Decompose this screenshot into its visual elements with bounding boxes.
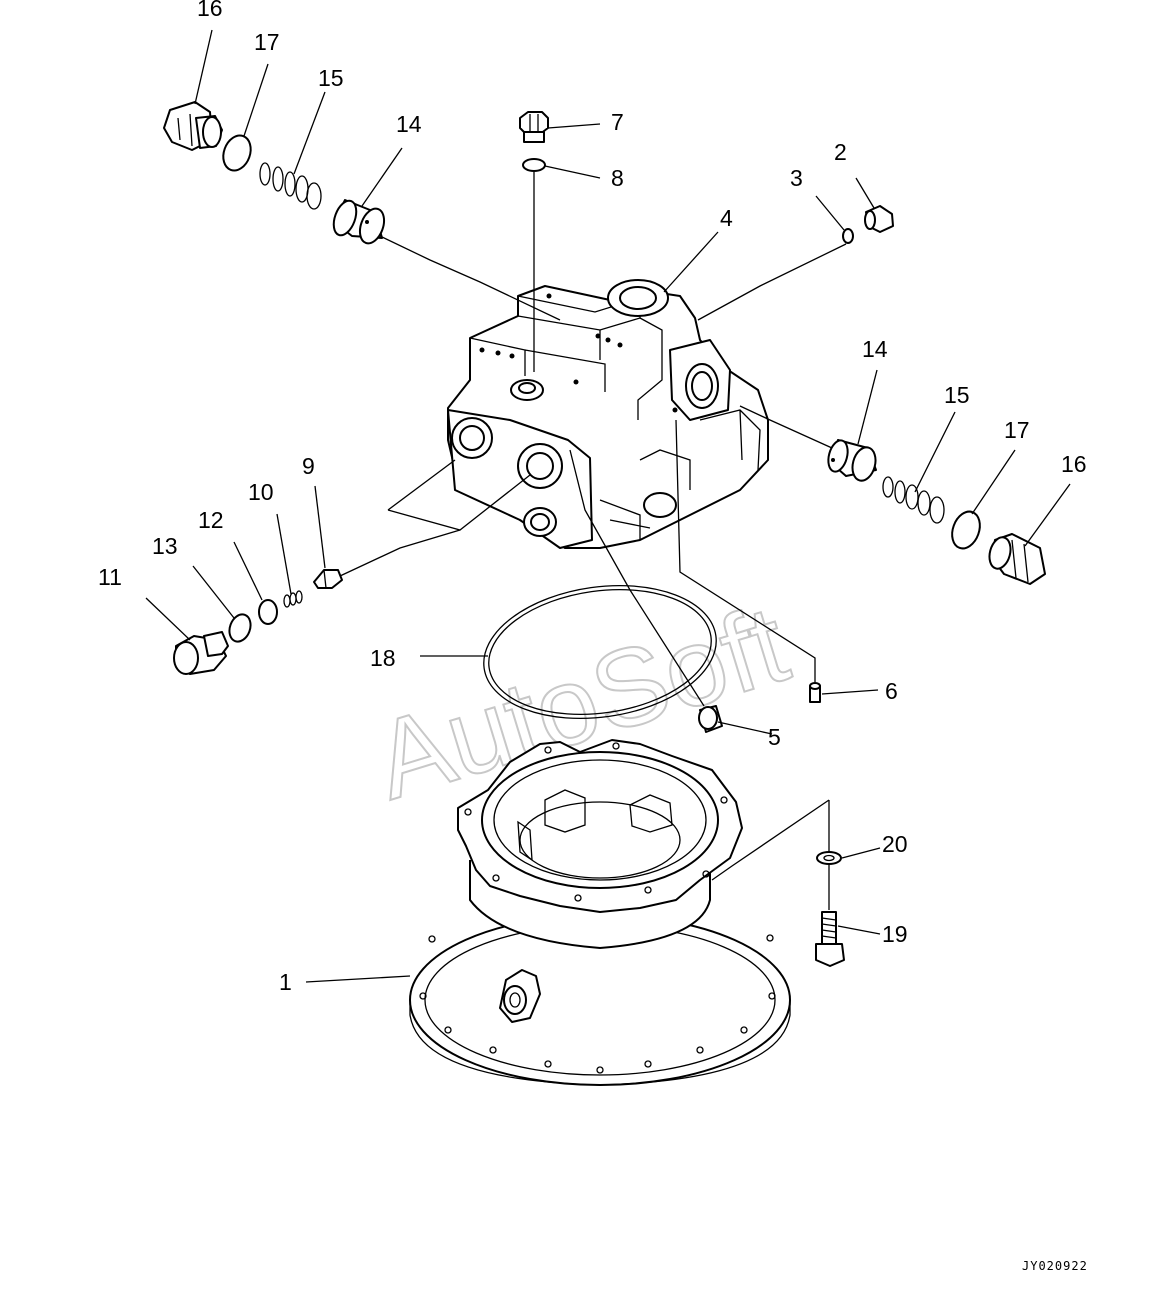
part-3-oring [842, 228, 854, 244]
callout-20: 20 [882, 831, 908, 857]
callout-17-top: 17 [254, 29, 280, 55]
callout-3: 3 [790, 165, 803, 191]
part-11-plug [173, 631, 229, 675]
part-18-large-oring [483, 584, 717, 720]
part-16-plug-top [163, 101, 223, 151]
callout-6: 6 [885, 678, 898, 704]
part-13-backup-ring [228, 613, 252, 643]
callout-14-right: 14 [862, 336, 888, 362]
part-14-spool-right [827, 439, 877, 482]
callout-10: 10 [248, 479, 274, 505]
part-17-oring-top [222, 134, 252, 172]
part-20-washer [816, 851, 842, 865]
callout-18: 18 [370, 645, 396, 671]
part-6-pin [809, 682, 821, 703]
callout-17-right: 17 [1004, 417, 1030, 443]
part-2-plug [864, 205, 894, 233]
part-16-plug-right [988, 533, 1046, 585]
callout-4: 4 [720, 205, 733, 231]
part-17-oring-right [951, 510, 981, 550]
part-12-seat [258, 599, 278, 625]
callout-5: 5 [768, 724, 781, 750]
callout-8: 8 [611, 165, 624, 191]
drawing-id: JY020922 [1022, 1259, 1088, 1273]
callout-16-top: 16 [197, 0, 223, 21]
part-10-spring [283, 590, 303, 608]
callout-15-right: 15 [944, 382, 970, 408]
leader-lines [145, 29, 1071, 983]
part-15-spring-right [882, 476, 945, 524]
callout-16-right: 16 [1061, 451, 1087, 477]
part-5-spacer [698, 705, 723, 733]
callout-11: 11 [98, 564, 122, 590]
part-19-bolt [815, 911, 845, 967]
callout-19: 19 [882, 921, 908, 947]
callout-15-top: 15 [318, 65, 344, 91]
callout-labels: 1 2 3 4 5 6 7 8 9 10 11 12 13 14 14 15 1… [98, 0, 1087, 995]
part-1-housing [409, 739, 791, 1086]
part-14-spool-top [332, 199, 386, 245]
callout-7: 7 [611, 109, 624, 135]
callout-14-top: 14 [396, 111, 422, 137]
callout-13: 13 [152, 533, 178, 559]
part-8-oring [522, 158, 546, 172]
part-4-valve-body [447, 279, 769, 549]
callout-2: 2 [834, 139, 847, 165]
part-15-spring-top [259, 162, 322, 210]
callout-12: 12 [198, 507, 224, 533]
part-9-poppet [313, 569, 343, 589]
part-7-plug [519, 111, 549, 143]
callout-9: 9 [302, 453, 315, 479]
callout-1: 1 [279, 969, 292, 995]
